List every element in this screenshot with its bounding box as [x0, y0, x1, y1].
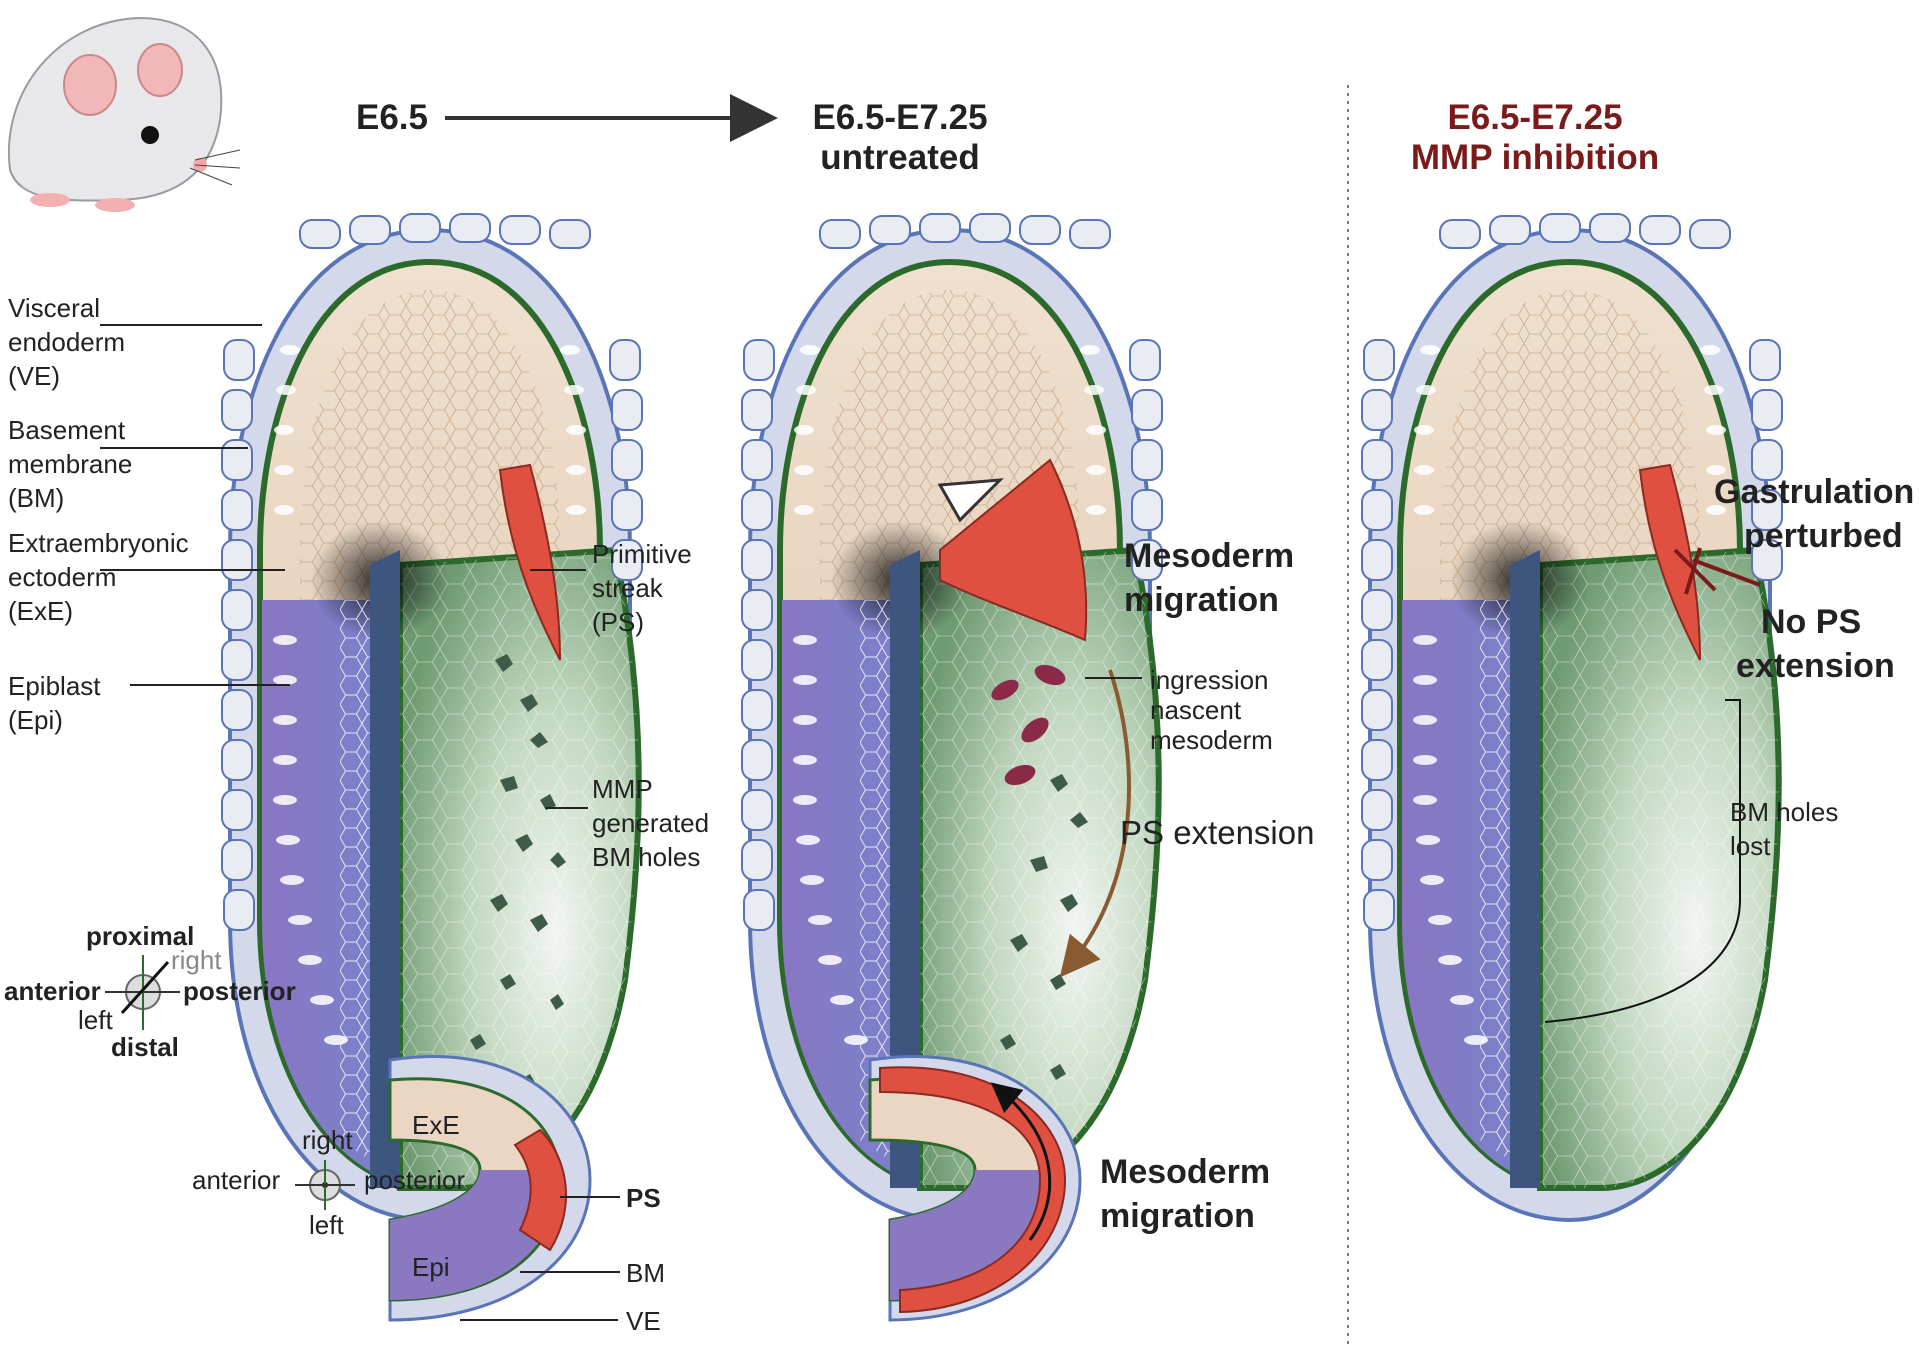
mouse-illustration	[7, 16, 241, 212]
holes-lost-bracket	[1544, 699, 1741, 1023]
inhibition-bar	[1692, 558, 1761, 587]
label-ve-1: Visceral	[8, 293, 101, 323]
cs-epi: Epi	[412, 1252, 450, 1282]
label-epi-2: (Epi)	[8, 705, 63, 735]
label-bm-2: membrane	[8, 449, 133, 479]
label-epi-1: Epiblast	[8, 671, 101, 701]
label-bm-1: Basement	[8, 415, 126, 445]
ps-extension-arrow	[1059, 669, 1131, 978]
embryo-inhibition	[1362, 214, 1782, 1220]
label-ve-3: (VE)	[8, 361, 60, 391]
label-holes-3: BM holes	[592, 842, 701, 872]
label-gastrulation-1: Gastrulation	[1714, 473, 1915, 511]
cs2-mesoderm-1: Mesoderm	[1100, 1153, 1271, 1191]
leader-lines	[100, 324, 1142, 809]
label-holes-lost-1: BM holes	[1730, 797, 1839, 827]
label-ps-extension: PS extension	[1120, 814, 1315, 851]
axis-right: right	[171, 945, 222, 975]
cs2-mesoderm-2: migration	[1100, 1197, 1255, 1235]
axis-distal: distal	[111, 1032, 179, 1062]
label-ingress-1: ingression	[1150, 665, 1269, 695]
axis-anterior: anterior	[4, 976, 101, 1006]
stage-inhibition-line1: E6.5-E7.25	[1447, 98, 1623, 137]
cs-posterior: posterior	[364, 1165, 466, 1195]
cs-anterior: anterior	[192, 1165, 281, 1195]
label-no-ps-1: No PS	[1761, 603, 1862, 641]
cs-left: left	[309, 1210, 344, 1240]
nascent-mesoderm	[991, 664, 1066, 786]
label-ingress-3: mesoderm	[1150, 725, 1273, 755]
label-ps-1: Primitive	[592, 539, 692, 569]
label-ps-3: (PS)	[592, 607, 644, 637]
cs-ps: PS	[626, 1183, 661, 1213]
label-ps-2: streak	[592, 573, 663, 603]
axis-left: left	[78, 1005, 113, 1035]
axes-compass	[105, 955, 180, 1030]
label-holes-1: MMP	[592, 774, 653, 804]
cs-exe: ExE	[412, 1110, 460, 1140]
label-ingress-2: nascent	[1150, 695, 1242, 725]
label-holes-2: generated	[592, 808, 710, 838]
migration-arrow-icon	[937, 478, 1004, 523]
axis-posterior: posterior	[183, 976, 296, 1006]
label-exe-3: (ExE)	[8, 596, 73, 626]
stage-inhibition-line2: MMP inhibition	[1410, 138, 1660, 177]
cs-ve: VE	[626, 1306, 661, 1336]
label-mesoderm-2: migration	[1124, 581, 1279, 619]
embryo-untreated	[742, 214, 1162, 1220]
label-ve-2: endoderm	[8, 327, 126, 357]
stage-e65: E6.5	[356, 98, 428, 137]
label-exe-1: Extraembryonic	[8, 528, 189, 558]
bm-holes	[1000, 774, 1088, 1080]
cs-bm: BM	[626, 1258, 665, 1288]
label-holes-lost-2: lost	[1730, 831, 1771, 861]
stage-untreated-line1: E6.5-E7.25	[812, 98, 988, 137]
cross-section-untreated	[868, 1055, 1082, 1322]
cs-right: right	[302, 1125, 353, 1155]
cross-section-e65	[295, 1055, 620, 1322]
axis-proximal: proximal	[86, 921, 195, 951]
stage-untreated-line2: untreated	[820, 138, 980, 177]
label-no-ps-2: extension	[1736, 647, 1895, 685]
label-gastrulation-2: perturbed	[1744, 517, 1903, 555]
label-mesoderm-1: Mesoderm	[1124, 537, 1295, 575]
label-bm-3: (BM)	[8, 483, 65, 513]
label-exe-2: ectoderm	[8, 562, 117, 592]
